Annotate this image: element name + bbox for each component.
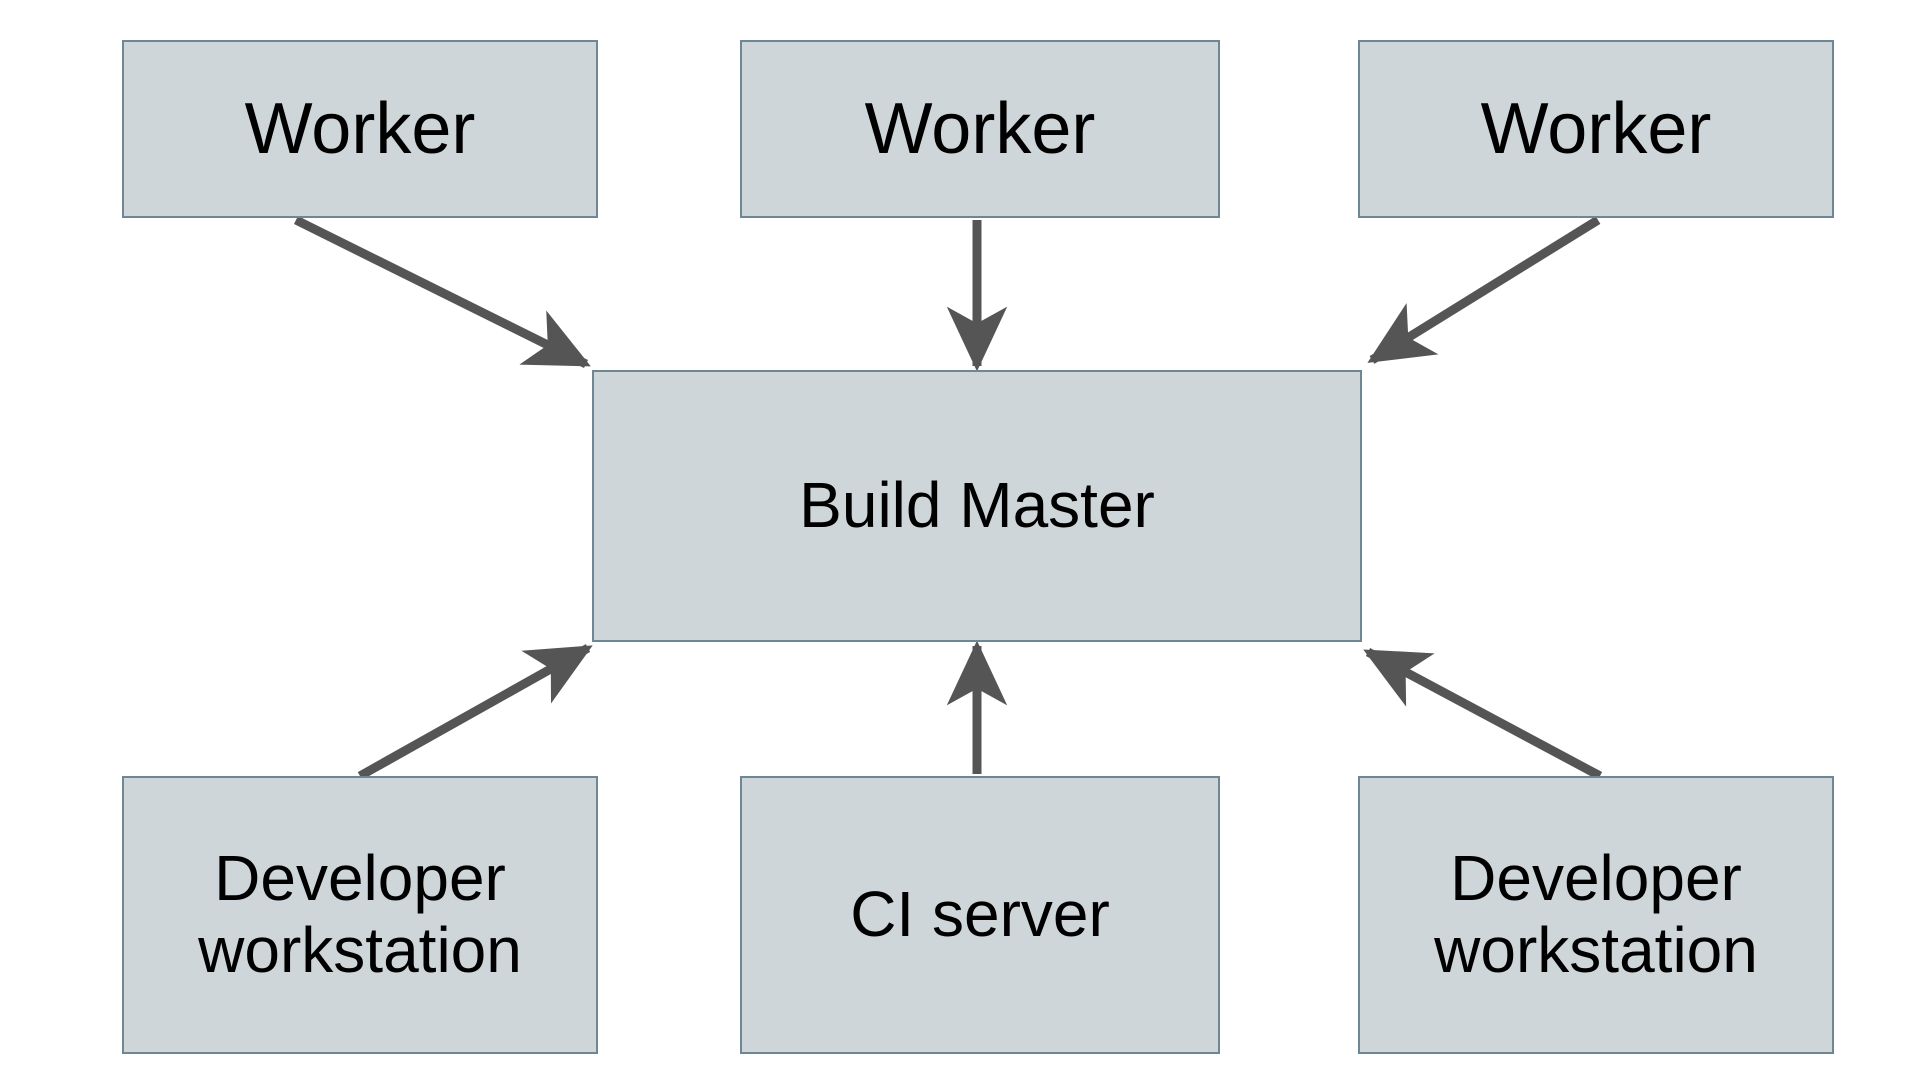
edge-worker-right-to-master: [1367, 216, 1601, 364]
node-worker-center[interactable]: Worker: [740, 40, 1220, 218]
node-worker-left-label: Worker: [244, 88, 476, 169]
node-build-master-label: Build Master: [799, 469, 1155, 542]
edge-dev-right-to-master: [1363, 648, 1603, 780]
node-worker-right[interactable]: Worker: [1358, 40, 1834, 218]
node-ci-server-label: CI server: [850, 878, 1110, 951]
node-developer-workstation-right[interactable]: Developer workstation: [1358, 776, 1834, 1054]
node-developer-workstation-left[interactable]: Developer workstation: [122, 776, 598, 1054]
node-ci-server[interactable]: CI server: [740, 776, 1220, 1054]
node-developer-workstation-right-label: Developer workstation: [1434, 842, 1758, 986]
edge-worker-left-to-master: [293, 215, 591, 369]
node-worker-right-label: Worker: [1480, 88, 1712, 169]
node-developer-workstation-left-label: Developer workstation: [198, 842, 522, 986]
node-build-master[interactable]: Build Master: [592, 370, 1362, 642]
node-worker-left[interactable]: Worker: [122, 40, 598, 218]
edge-dev-left-to-master: [357, 644, 593, 780]
node-worker-center-label: Worker: [864, 88, 1096, 169]
